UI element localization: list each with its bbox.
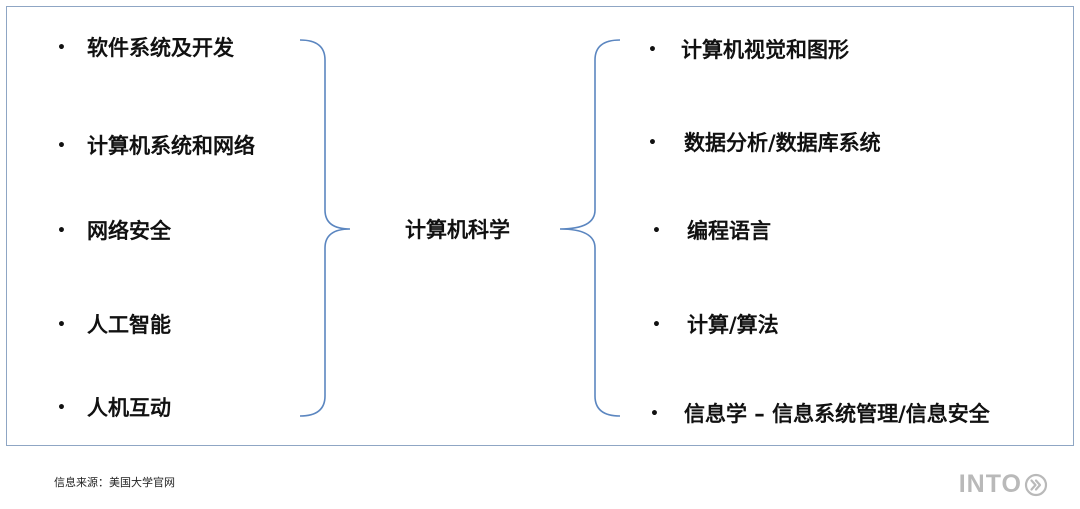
- left-item-hci: 人机互动: [87, 396, 171, 420]
- center-label: 计算机科学: [405, 218, 510, 242]
- right-brace: [559, 39, 621, 417]
- right-item-programming-languages: 编程语言: [687, 219, 771, 243]
- double-chevron-circle-icon: [1024, 473, 1048, 496]
- bullet-right-0: •: [648, 42, 657, 58]
- diagram-frame: [6, 6, 1074, 446]
- bullet-right-1: •: [648, 135, 657, 151]
- right-item-vision-graphics: 计算机视觉和图形: [681, 38, 849, 62]
- bullet-right-3: •: [652, 317, 661, 333]
- bullet-left-1: •: [57, 138, 66, 154]
- left-item-software: 软件系统及开发: [87, 36, 234, 60]
- bullet-right-4: •: [650, 406, 659, 422]
- logo-text: INTO: [958, 470, 1022, 498]
- bullet-left-4: •: [57, 400, 66, 416]
- bullet-left-3: •: [57, 317, 66, 333]
- left-item-systems-networks: 计算机系统和网络: [87, 134, 255, 158]
- source-note: 信息来源：美国大学官网: [54, 476, 175, 489]
- right-item-computing-algorithms: 计算/算法: [687, 313, 779, 337]
- bullet-left-2: •: [57, 223, 66, 239]
- left-brace: [299, 39, 351, 417]
- left-item-ai: 人工智能: [87, 313, 171, 337]
- right-item-informatics: 信息学 – 信息系统管理/信息安全: [684, 402, 990, 426]
- bullet-right-2: •: [652, 223, 661, 239]
- bullet-left-0: •: [57, 40, 66, 56]
- right-item-data-analysis: 数据分析/数据库系统: [684, 131, 881, 155]
- left-item-security: 网络安全: [87, 219, 171, 243]
- into-logo: INTO: [959, 470, 1048, 499]
